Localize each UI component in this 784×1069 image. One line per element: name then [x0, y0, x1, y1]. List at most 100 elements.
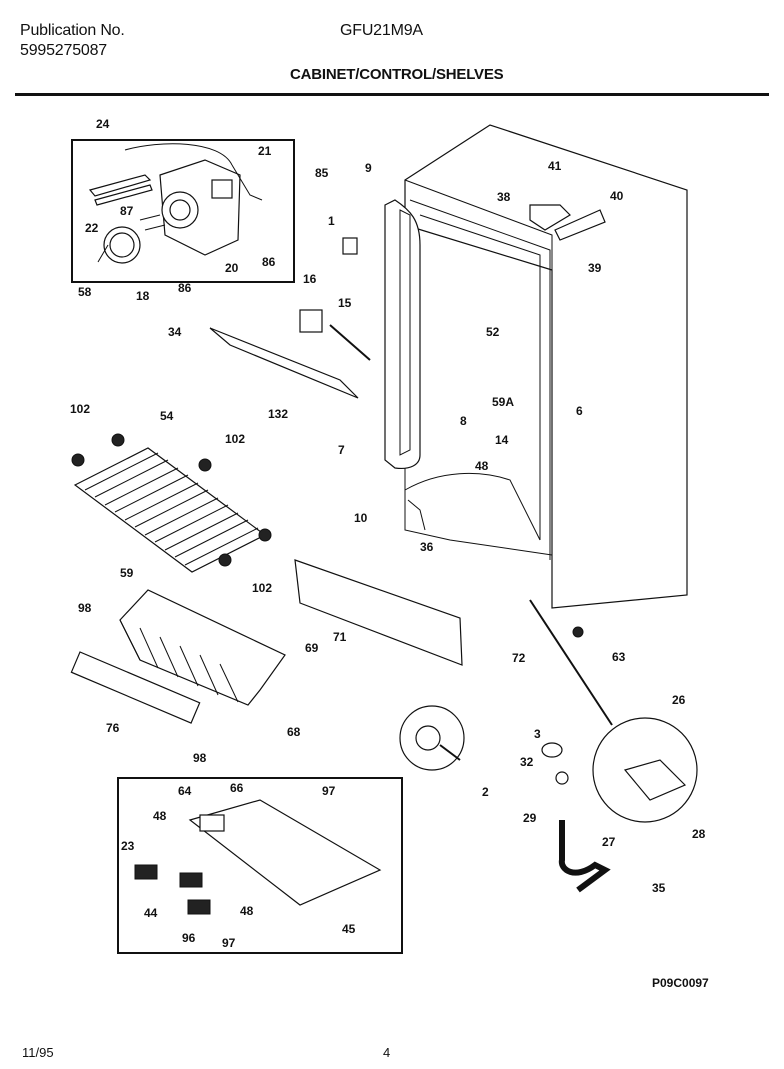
callout: 35 — [652, 881, 666, 895]
detail-leader — [529, 599, 613, 726]
callout: 52 — [486, 325, 500, 339]
footer-date: 11/95 — [22, 1045, 54, 1060]
callout: 59A — [492, 395, 514, 409]
basket-59 — [119, 589, 286, 706]
callout: 24 — [96, 117, 110, 131]
shelf-support — [218, 553, 232, 567]
callout: 97 — [222, 936, 236, 950]
callout-labels: 24 21 85 87 22 20 86 58 18 86 9 1 41 38 … — [70, 117, 706, 950]
callout: 23 — [121, 839, 135, 853]
callout: 86 — [178, 281, 192, 295]
callout: 64 — [178, 784, 192, 798]
publication-label: Publication No. — [20, 22, 125, 39]
callout: 36 — [420, 540, 434, 554]
callout: 28 — [692, 827, 706, 841]
callout: 63 — [612, 650, 626, 664]
control-housing-45 — [188, 799, 382, 906]
foot-63 — [572, 626, 584, 638]
callout: 38 — [497, 190, 511, 204]
switch-64 — [199, 814, 225, 832]
callout: 10 — [354, 511, 368, 525]
callout: 20 — [225, 261, 239, 275]
wire-shelf-54 — [73, 447, 267, 573]
part-1 — [342, 237, 358, 255]
publication-number: 5995275087 — [20, 42, 107, 59]
callout: 87 — [120, 204, 134, 218]
callout: 68 — [287, 725, 301, 739]
callout: 26 — [672, 693, 686, 707]
light-assembly — [88, 143, 263, 264]
grommet-32 — [555, 771, 569, 785]
callout: 72 — [512, 651, 526, 665]
callout: 86 — [262, 255, 276, 269]
callout: 54 — [160, 409, 174, 423]
callout: 96 — [182, 931, 196, 945]
callout: 22 — [85, 221, 99, 235]
callout: 69 — [305, 641, 319, 655]
shelf-support — [111, 433, 125, 447]
callout: 66 — [230, 781, 244, 795]
callout: 102 — [225, 432, 245, 446]
model-number: GFU21M9A — [340, 22, 423, 39]
callout: 9 — [365, 161, 372, 175]
callout: 34 — [168, 325, 182, 339]
callout: 44 — [144, 906, 158, 920]
callout: 59 — [120, 566, 134, 580]
callout: 48 — [153, 809, 167, 823]
callout: 6 — [576, 404, 583, 418]
callout: 41 — [548, 159, 562, 173]
header-rule — [15, 93, 769, 96]
shelf-support — [198, 458, 212, 472]
callout: 2 — [482, 785, 489, 799]
callout: 40 — [610, 189, 624, 203]
control-assembly-inset — [117, 777, 403, 954]
section-title: CABINET/CONTROL/SHELVES — [290, 66, 504, 83]
bracket-28 — [623, 759, 687, 801]
callout: 8 — [460, 414, 467, 428]
shelf-rail-34 — [209, 327, 359, 399]
callout: 15 — [338, 296, 352, 310]
callout: 3 — [534, 727, 541, 741]
callout: 14 — [495, 433, 509, 447]
thermostat-16 — [299, 309, 323, 333]
callout: 71 — [333, 630, 347, 644]
freezer-cabinet — [404, 124, 688, 609]
callout: 45 — [342, 922, 356, 936]
capillary-15 — [329, 324, 371, 361]
callout: 1 — [328, 214, 335, 228]
front-panel-76 — [70, 651, 201, 724]
drain-tube-29 — [558, 820, 611, 893]
callout: 7 — [338, 443, 345, 457]
strip-inner — [399, 209, 411, 456]
shelf-support — [258, 528, 272, 542]
shelf-support — [71, 453, 85, 467]
callout: 102 — [70, 402, 90, 416]
callout: 98 — [193, 751, 207, 765]
drain-fitting-inner — [415, 725, 441, 751]
light-assembly-inset — [71, 139, 295, 283]
callout: 48 — [475, 459, 489, 473]
control-panel-72 — [294, 559, 463, 666]
callout: 39 — [588, 261, 602, 275]
callout: 132 — [268, 407, 288, 421]
callout: 21 — [258, 144, 272, 158]
callout: 98 — [78, 601, 92, 615]
callout: 48 — [240, 904, 254, 918]
switch-96 — [187, 899, 211, 915]
plug-3 — [541, 742, 563, 758]
callout: 85 — [315, 166, 329, 180]
callout: 76 — [106, 721, 120, 735]
callout: 27 — [602, 835, 616, 849]
hinge-40 — [554, 209, 606, 241]
hinge-38 — [529, 204, 571, 231]
callout: 58 — [78, 285, 92, 299]
callout: 102 — [252, 581, 272, 595]
switch-44 — [179, 872, 203, 888]
callout: 32 — [520, 755, 534, 769]
callout: 18 — [136, 289, 150, 303]
drawing-code: P09C0097 — [652, 976, 709, 990]
door-liner-strip — [384, 199, 421, 470]
callout: 29 — [523, 811, 537, 825]
callout: 16 — [303, 272, 317, 286]
